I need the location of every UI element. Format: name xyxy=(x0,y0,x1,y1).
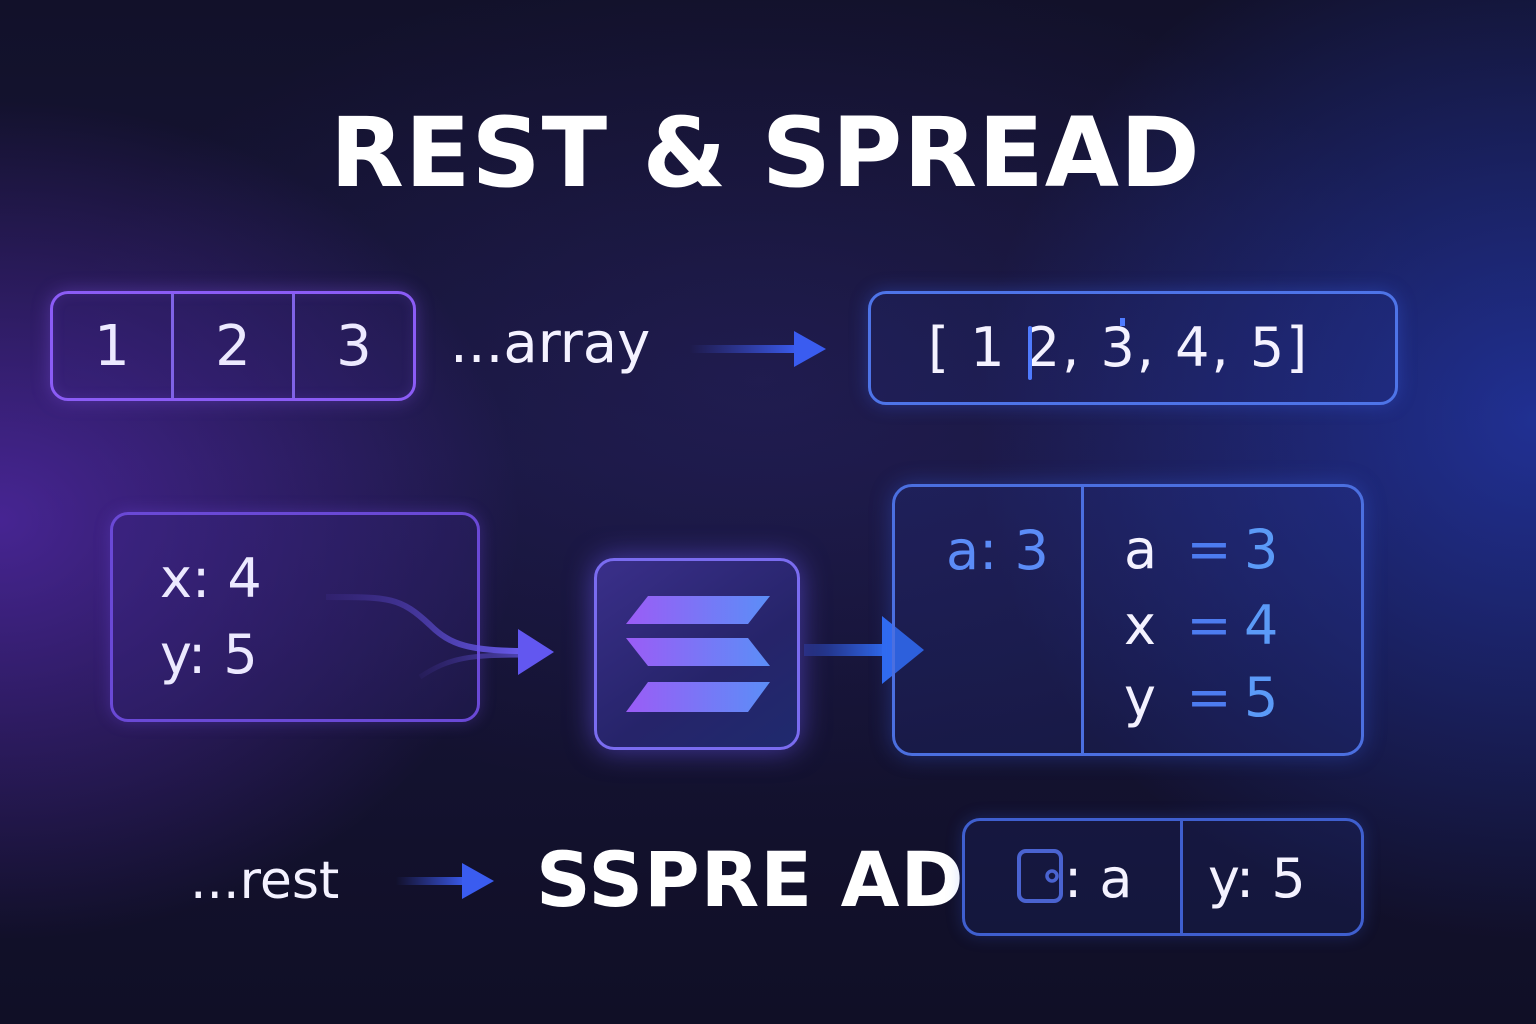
arrow-right-icon xyxy=(396,863,494,899)
assignment-var: y xyxy=(1124,666,1156,729)
assignment-var: x xyxy=(1124,594,1156,657)
assignment-row: a =3 xyxy=(1124,514,1324,586)
assignment-value: 3 xyxy=(1244,518,1279,581)
text-cursor xyxy=(1028,326,1032,380)
assignment-equals: = xyxy=(1186,594,1232,657)
assignment-value: 5 xyxy=(1244,666,1279,729)
diagram-title: REST & SPREAD xyxy=(330,97,1201,209)
rest-box-right: y: 5 xyxy=(1208,847,1306,910)
assignment-row: x =4 xyxy=(1124,590,1324,662)
array-cell: 1 xyxy=(53,294,174,398)
wallet-icon xyxy=(1017,849,1063,903)
flow-arrow-icon xyxy=(325,594,554,680)
spread-word: SSPRE AD xyxy=(536,835,965,924)
arrow-right-icon xyxy=(690,331,826,367)
destructure-result-box xyxy=(892,484,1364,756)
rest-box-left: : a xyxy=(1064,847,1133,910)
assignment-row: y =5 xyxy=(1124,662,1324,734)
spread-array-label: ...array xyxy=(450,311,651,376)
array-result-text: [ 1 2, 3, 4, 5] xyxy=(928,316,1310,379)
result-left-label: a: 3 xyxy=(946,519,1049,582)
array-cell: 3 xyxy=(336,313,372,379)
assignment-equals: = xyxy=(1186,666,1232,729)
assignment-value: 4 xyxy=(1244,594,1279,657)
stacked-layers-icon xyxy=(626,596,770,712)
divider xyxy=(1081,487,1084,753)
cursor-mark xyxy=(1120,318,1125,326)
object-line-x: x: 4 xyxy=(160,547,262,610)
assignment-equals: = xyxy=(1186,518,1232,581)
rest-result-box xyxy=(962,818,1364,936)
array-cells: 1 2 3 xyxy=(50,291,416,401)
rest-label: ...rest xyxy=(190,851,340,911)
array-result-box xyxy=(868,291,1398,405)
array-cell: 2 xyxy=(174,294,295,398)
assignment-var: a xyxy=(1124,518,1158,581)
object-line-y: y: 5 xyxy=(160,623,258,686)
divider xyxy=(1180,821,1183,933)
